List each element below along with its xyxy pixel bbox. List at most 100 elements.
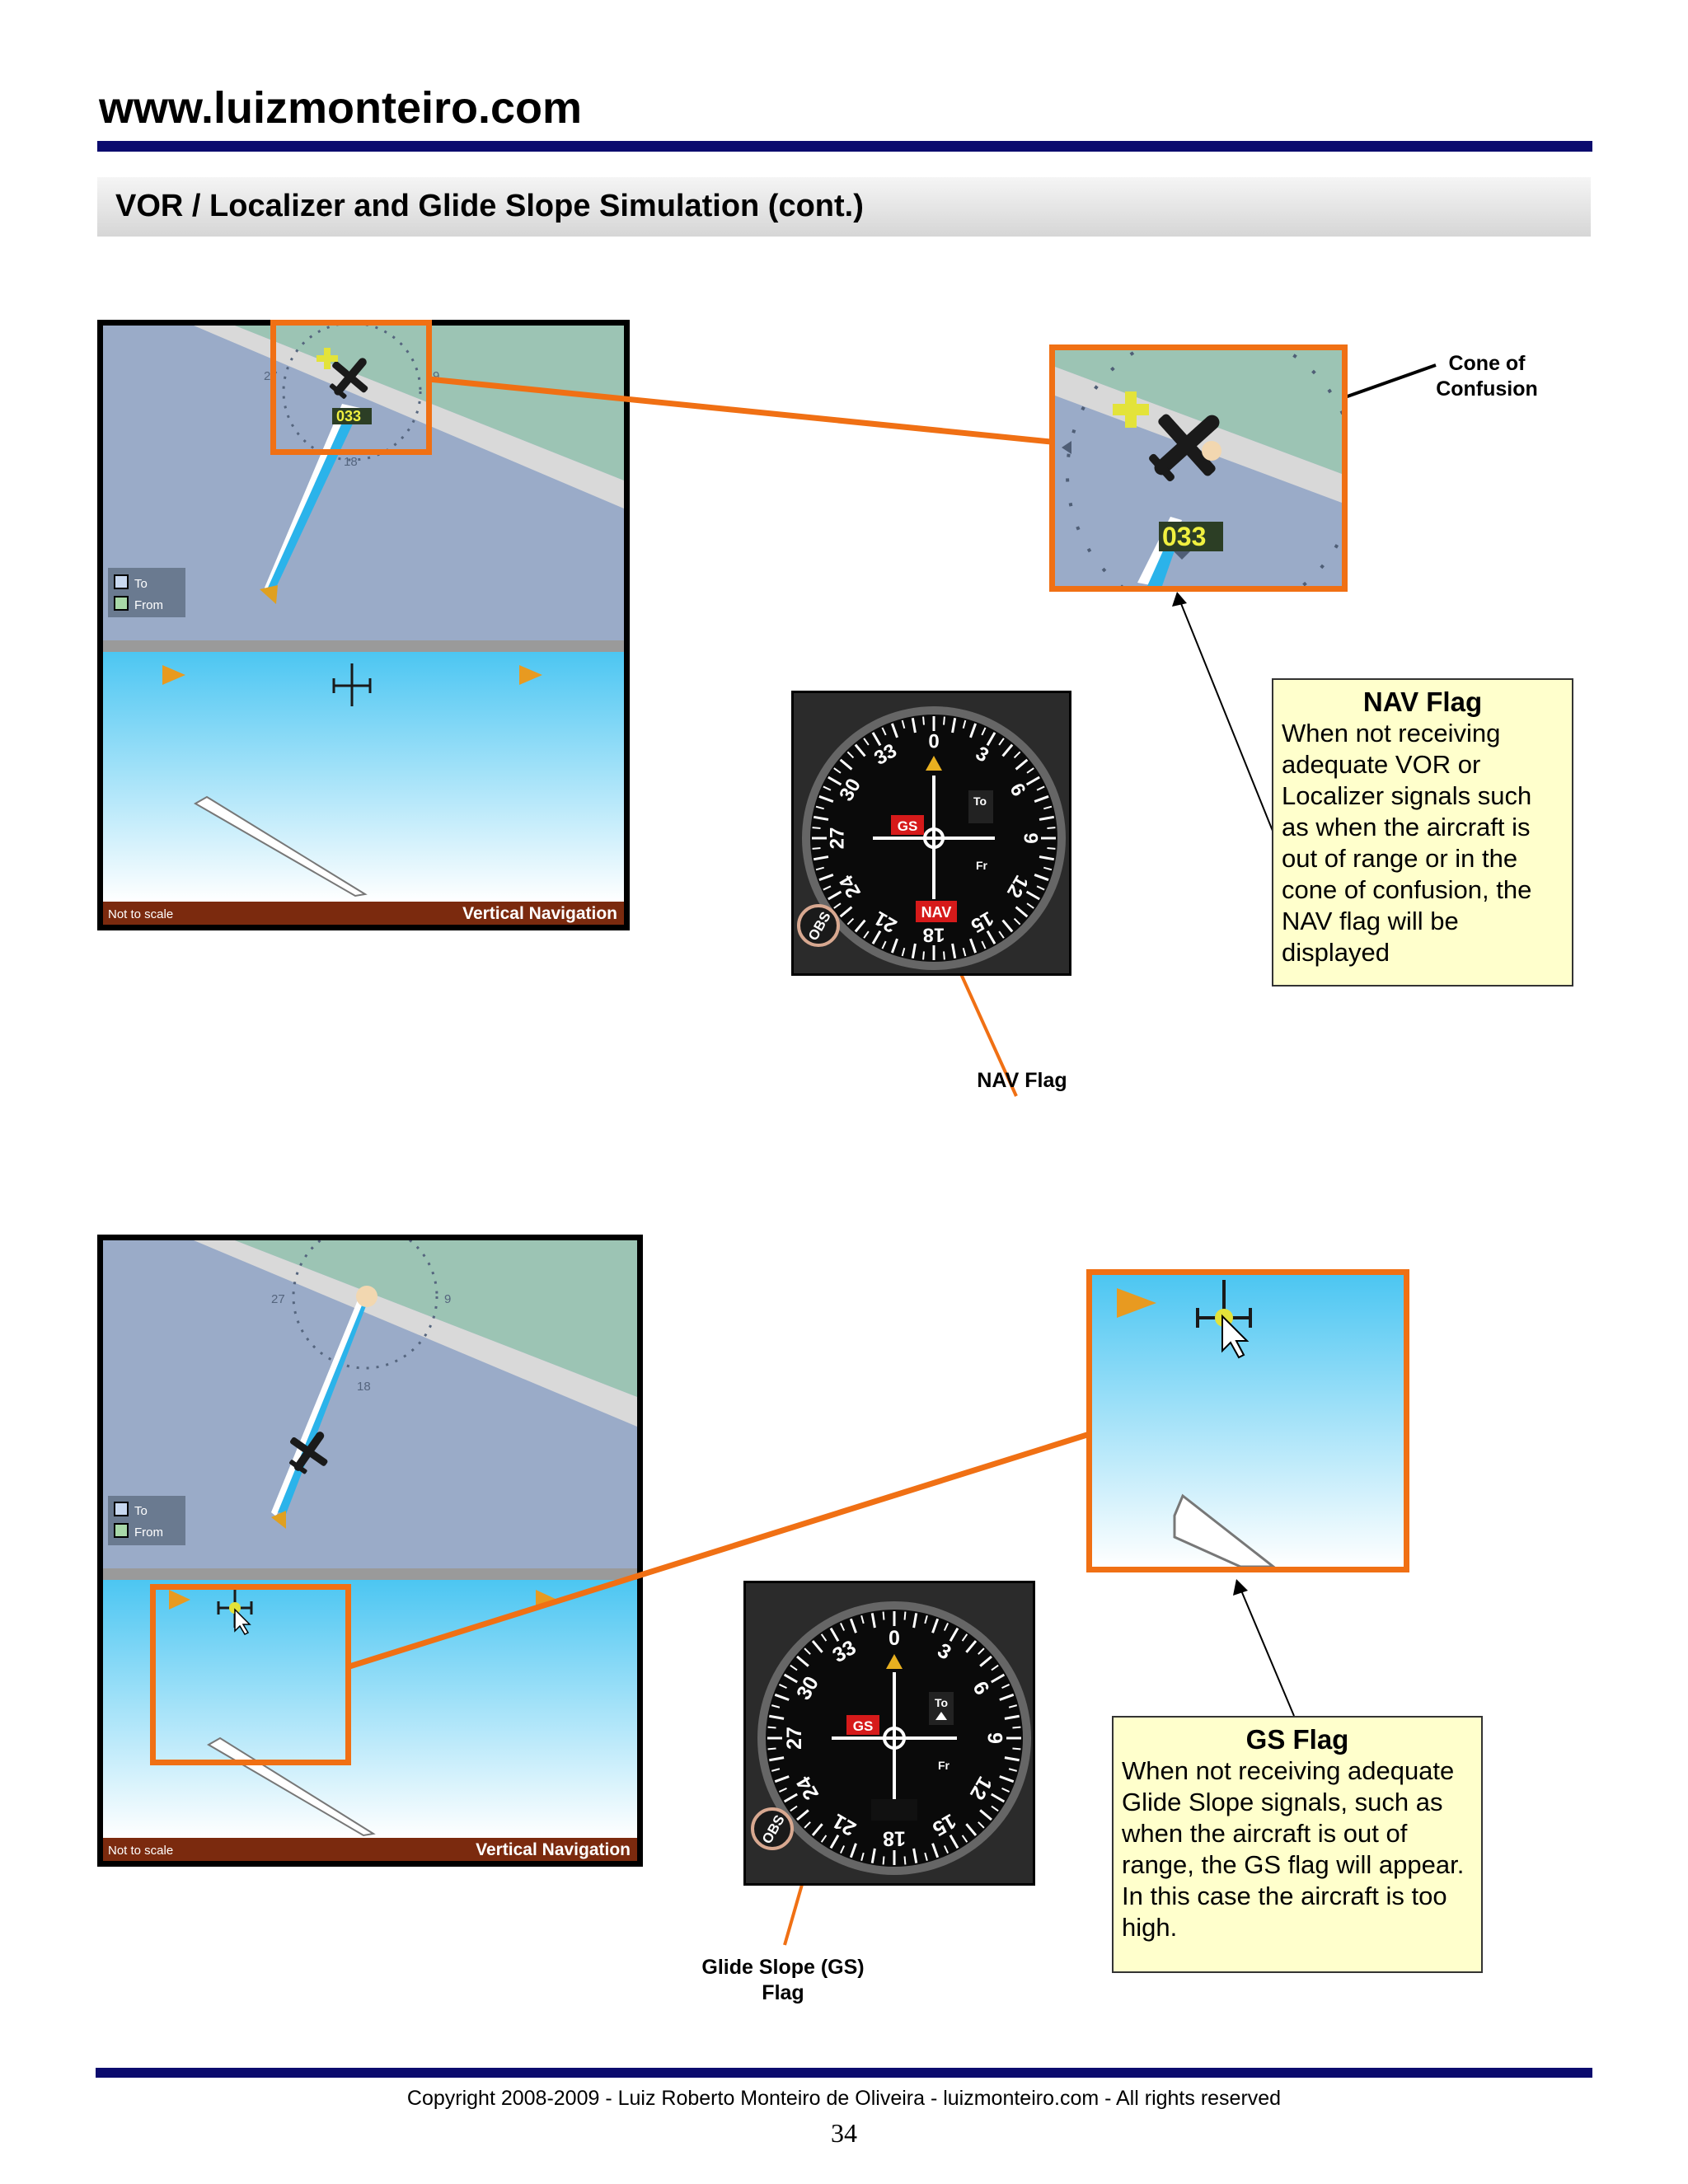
obs-knob[interactable] bbox=[751, 1807, 794, 1850]
dial-tick bbox=[1026, 902, 1034, 909]
not-to-scale-label: Not to scale bbox=[108, 907, 173, 921]
dial-tick bbox=[981, 940, 987, 949]
dial-tick bbox=[1025, 890, 1040, 901]
vertical-navigation-label: Vertical Navigation bbox=[476, 1840, 631, 1859]
dial-tick bbox=[903, 1856, 907, 1865]
compass-label-9: 9 bbox=[444, 1292, 451, 1306]
dial-tick bbox=[986, 930, 996, 944]
dial-tick bbox=[854, 919, 866, 933]
vor-station-circle bbox=[356, 1286, 377, 1307]
highlight-frame-small-1 bbox=[270, 320, 432, 455]
zoom-heading-readout: 033 bbox=[1162, 522, 1206, 551]
dial-tick bbox=[839, 906, 853, 918]
dial-tick bbox=[924, 1615, 928, 1624]
legend-to-label: To bbox=[134, 577, 148, 591]
dial-tick bbox=[1039, 855, 1055, 861]
dial-tick bbox=[998, 930, 1005, 939]
dial-tick bbox=[981, 727, 987, 736]
dial-tick bbox=[881, 940, 887, 949]
section-title: VOR / Localizer and Glide Slope Simulati… bbox=[115, 189, 864, 223]
dial-tick bbox=[1008, 1704, 1018, 1708]
dial-tick bbox=[860, 1852, 865, 1862]
legend-from-label: From bbox=[134, 1526, 163, 1540]
dial-tick bbox=[1039, 815, 1055, 821]
page-number: 34 bbox=[831, 2118, 857, 2148]
dial-tick bbox=[1047, 847, 1056, 850]
dial-tick bbox=[922, 951, 925, 960]
glidepath-marker-right bbox=[519, 665, 542, 685]
dial-tick bbox=[823, 785, 832, 791]
dial-scale-label: 0 bbox=[928, 730, 939, 752]
dial-tick bbox=[833, 767, 842, 774]
dial-tick bbox=[1015, 906, 1029, 918]
dial-tick bbox=[815, 866, 824, 871]
dial-tick bbox=[943, 951, 945, 960]
dial-tick bbox=[767, 1747, 776, 1750]
dial-tick bbox=[922, 716, 925, 725]
dial-tick bbox=[931, 1618, 940, 1633]
dial-tick bbox=[790, 1805, 798, 1812]
dial-tick bbox=[911, 717, 917, 733]
dial-tick bbox=[881, 727, 887, 736]
dial-tick bbox=[999, 1693, 1015, 1701]
compass-label-9: 9 bbox=[433, 369, 439, 383]
glidepath-marker-left bbox=[162, 665, 185, 685]
dial-tick bbox=[1013, 751, 1021, 759]
dial-tick bbox=[931, 1843, 940, 1858]
dial-tick bbox=[813, 855, 829, 861]
aircraft-symbol-crosshair bbox=[332, 663, 372, 706]
vertical-navigation-label: Vertical Navigation bbox=[462, 904, 617, 923]
not-to-scale-label: Not to scale bbox=[108, 1844, 173, 1858]
zoom-move-cursor-icon bbox=[1113, 391, 1149, 428]
dial-tick bbox=[1008, 1768, 1018, 1772]
dial-tick bbox=[811, 1640, 823, 1653]
dial-tick bbox=[769, 1756, 785, 1762]
dial-tick bbox=[812, 827, 821, 829]
site-url[interactable]: www.luizmonteiro.com bbox=[99, 83, 583, 133]
dial-tick bbox=[1034, 874, 1049, 882]
cone-of-confusion-marker bbox=[1202, 441, 1221, 461]
cone-of-confusion-label: Cone of Confusion bbox=[1436, 352, 1538, 401]
legend-from-label: From bbox=[134, 598, 163, 612]
compass-label-18: 18 bbox=[344, 455, 358, 469]
simulator-panel-2: 27 9 18 To From bbox=[97, 1235, 643, 1867]
legend-to-label: To bbox=[134, 1504, 148, 1518]
copyright-text: Copyright 2008-2009 - Luiz Roberto Monte… bbox=[406, 2087, 1282, 2110]
dial-tick bbox=[1026, 767, 1034, 774]
dial-tick bbox=[962, 948, 967, 957]
dial-tick bbox=[912, 1848, 918, 1863]
dial-tick bbox=[965, 1823, 978, 1836]
header-rule bbox=[97, 141, 1592, 152]
dial-tick bbox=[771, 1768, 781, 1772]
obs-knob[interactable] bbox=[797, 904, 840, 947]
dial-tick bbox=[991, 1805, 999, 1812]
aircraft-icon bbox=[289, 1432, 328, 1474]
dial-tick bbox=[840, 1623, 846, 1631]
dial-tick bbox=[1036, 785, 1045, 791]
dial-scale-label: 0 bbox=[889, 1627, 900, 1650]
dial-tick bbox=[1012, 1747, 1021, 1750]
dial-tick bbox=[943, 1845, 949, 1854]
dial-tick bbox=[811, 1823, 823, 1836]
dial-tick bbox=[815, 805, 824, 810]
dial-tick bbox=[774, 1775, 790, 1783]
gs-flag-arrow-label: Glide Slope (GS) Flag bbox=[701, 1956, 865, 2004]
dial-scale-label: 27 bbox=[826, 827, 848, 850]
to-indicator: To bbox=[935, 1696, 948, 1709]
dial-tick bbox=[991, 1664, 999, 1671]
dial-scale-label: 9 bbox=[982, 1732, 1006, 1744]
aircraft-icon bbox=[329, 358, 368, 399]
dial-tick bbox=[943, 716, 945, 725]
dial-scale-label: 18 bbox=[923, 924, 945, 946]
dial-tick bbox=[1001, 1787, 1010, 1793]
dial-tick bbox=[871, 732, 882, 747]
lubber-line-marker bbox=[926, 756, 942, 771]
dial-tick bbox=[969, 723, 978, 738]
dial-tick bbox=[978, 1647, 985, 1655]
dial-tick bbox=[849, 1618, 857, 1633]
svg-text:GS: GS bbox=[898, 818, 918, 834]
dial-tick bbox=[979, 1809, 992, 1821]
dial-tick bbox=[951, 717, 957, 733]
compass-label-18: 18 bbox=[357, 1380, 371, 1394]
dial-tick bbox=[779, 1684, 787, 1690]
